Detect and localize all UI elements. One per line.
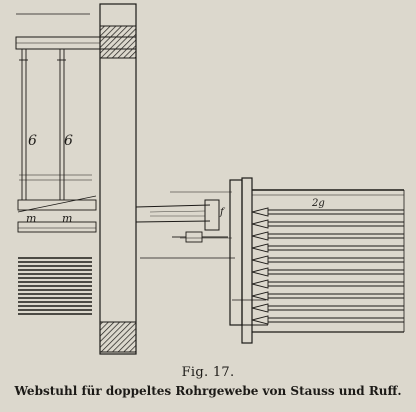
post-section-top [99, 25, 137, 59]
post-section-bottom [99, 321, 137, 353]
reed-tips [251, 207, 269, 325]
frame-post [99, 3, 137, 355]
figure-caption: Fig. 17. Webstuhl für doppeltes Rohrgewe… [0, 364, 416, 400]
stacked-slats [18, 257, 92, 315]
figure-number: Fig. 17. [181, 365, 235, 380]
reed-tubes [268, 209, 404, 323]
lever-assembly [17, 195, 97, 233]
batten-frame [229, 177, 268, 344]
cloth-mark: 2g [311, 198, 325, 209]
crank-mechanism [172, 231, 228, 243]
loom-figure: 6 6 m m [15, 3, 405, 355]
weight-label-right: m [62, 212, 72, 225]
weight-label-left: m [26, 212, 36, 225]
drive-shaft [135, 191, 235, 259]
heddle-label-left: 6 [28, 133, 37, 149]
heddle-label-right: 6 [64, 133, 73, 149]
center-mark: f [219, 207, 226, 218]
loom-diagram: 6 6 m m [15, 3, 405, 355]
heddle-cords [19, 49, 92, 200]
figure-title: Webstuhl für doppeltes Rohrgewebe von St… [14, 384, 402, 398]
cloth-body [252, 189, 405, 333]
